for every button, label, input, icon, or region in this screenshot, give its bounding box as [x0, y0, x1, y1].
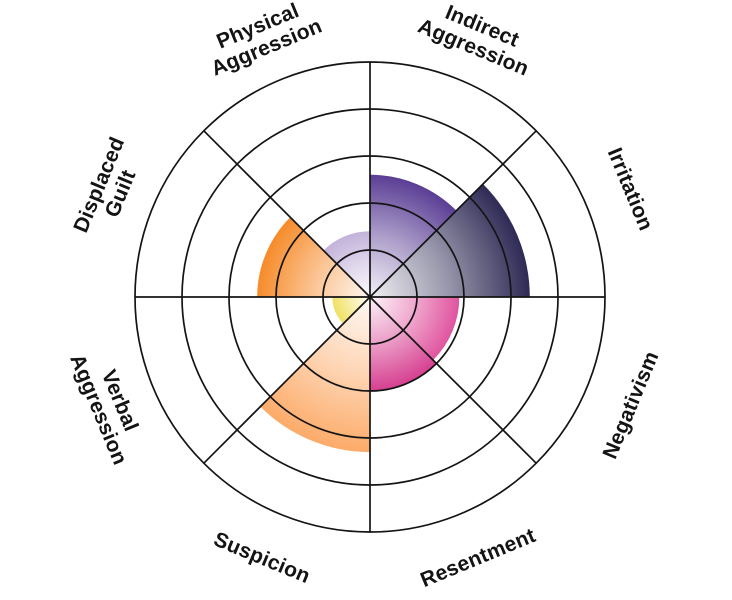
sector-wedge-irritation	[370, 184, 530, 297]
sector-label-physical-aggression: PhysicalAggression	[199, 0, 325, 81]
sector-label-negativism: Negativism	[599, 348, 664, 462]
sector-label-displaced-guilt: DisplacedGuilt	[69, 134, 150, 245]
sector-wedge-resentment	[370, 297, 437, 391]
sector-wedge-displaced-guilt	[257, 217, 370, 297]
sector-label-irritation: Irritation	[603, 145, 658, 234]
sector-label-suspicion: Suspicion	[210, 528, 313, 588]
sector-wedge-suspicion	[260, 297, 370, 453]
sector-wedge-verbal-aggression	[332, 297, 370, 324]
sector-label-indirect-aggression: IndirectAggression	[415, 0, 541, 81]
sector-label-resentment: Resentment	[417, 524, 539, 592]
grid-spoke	[203, 130, 537, 464]
sector-wedge-negativism	[370, 297, 460, 361]
sector-label-verbal-aggression: VerbalAggression	[65, 342, 152, 468]
sector-wedge-physical-aggression	[323, 231, 370, 297]
